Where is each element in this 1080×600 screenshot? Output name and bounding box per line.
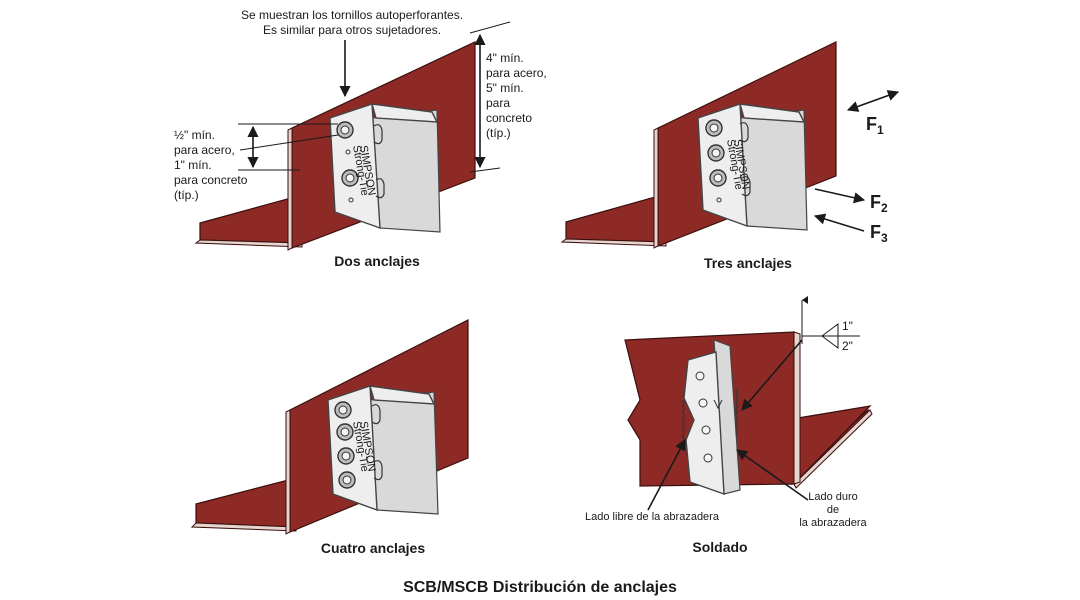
clip-three-anchor: SIMPSON Strong-Tie <box>697 103 808 231</box>
force-f1-arrow <box>846 90 900 112</box>
caption-soldado: Soldado <box>692 539 747 555</box>
spacing-dim-ext <box>469 21 511 34</box>
panel-dos-anclajes: SIMPSON Strong-Tie Se muestran los torni… <box>174 8 547 269</box>
hard-side-note: la abrazadera <box>799 517 867 529</box>
spacing-note: 4" mín. <box>486 51 524 65</box>
base-plate-edge <box>793 409 873 489</box>
weld-bead <box>681 399 685 443</box>
panel-cuatro-anclajes: SIMPSON Strong-Tie Cuatro anclajes <box>190 319 469 556</box>
edge-distance-note: ½" mín. <box>174 128 215 142</box>
spacing-note: 5" mín. <box>486 81 524 95</box>
force-f2-label: F2 <box>870 192 888 215</box>
screws-note: Se muestran los tornillos autoperforante… <box>241 8 463 22</box>
panel-tres-anclajes: SIMPSON Strong-Tie F1 F2 F3 Tres anclaje… <box>560 41 900 271</box>
weld-symbol: 1" 2" <box>741 296 860 411</box>
force-f2-arrow <box>814 188 866 204</box>
caption-dos-anclajes: Dos anclajes <box>334 253 420 269</box>
base-plate <box>199 194 303 244</box>
anchor-hole <box>703 453 713 463</box>
base-plate <box>195 477 297 528</box>
edge-distance-note: (típ.) <box>174 188 199 202</box>
wall-plate-edge <box>793 331 801 485</box>
wall-plate-edge <box>287 127 293 251</box>
edge-distance-note: para concreto <box>174 173 248 187</box>
caption-tres-anclajes: Tres anclajes <box>704 255 792 271</box>
panel-soldado: 1" 2" Lado libre de la abrazadera Lado d… <box>585 296 873 555</box>
figure-title: SCB/MSCB Distribución de anclajes <box>403 579 677 596</box>
screws-note: Es similar para otros sujetadores. <box>263 23 441 37</box>
weld-leader <box>741 339 803 411</box>
spacing-note: concreto <box>486 111 532 125</box>
free-side-leader <box>647 439 686 511</box>
base-plate-edge <box>194 239 303 248</box>
weld-size: 1" <box>842 319 853 333</box>
force-f3-label: F3 <box>870 222 888 245</box>
hard-side-note: de <box>827 504 839 516</box>
force-f3-arrow <box>813 213 865 232</box>
hard-side-note: Lado duro <box>808 491 858 503</box>
base-plate-edge <box>560 238 667 247</box>
spacing-note: para <box>486 96 510 110</box>
weld-size: 2" <box>842 339 853 353</box>
spacing-note: (típ.) <box>486 126 511 140</box>
base-plate <box>565 193 667 243</box>
wall-plate-edge <box>653 127 659 249</box>
edge-distance-note: 1" mín. <box>174 158 212 172</box>
anchor-hole <box>701 425 711 435</box>
edge-dim-leader <box>239 134 339 151</box>
edge-distance-note: para acero, <box>174 143 235 157</box>
clip-four-anchor: SIMPSON Strong-Tie <box>327 385 439 515</box>
clip-two-anchor: SIMPSON Strong-Tie <box>329 103 441 233</box>
anchor-hole <box>698 398 708 408</box>
spacing-dim-ext <box>469 167 501 173</box>
force-f1-label: F1 <box>866 114 884 137</box>
wall-plate-edge <box>285 409 291 535</box>
hard-side-leader <box>736 449 809 501</box>
free-side-note: Lado libre de la abrazadera <box>585 511 720 523</box>
caption-cuatro-anclajes: Cuatro anclajes <box>321 540 425 556</box>
weld-bead <box>735 387 739 437</box>
clip-welded <box>681 339 741 496</box>
spacing-note: para acero, <box>486 66 547 80</box>
flag-icon <box>802 296 808 304</box>
base-plate-edge <box>190 522 297 532</box>
anchor-hole <box>695 371 705 381</box>
